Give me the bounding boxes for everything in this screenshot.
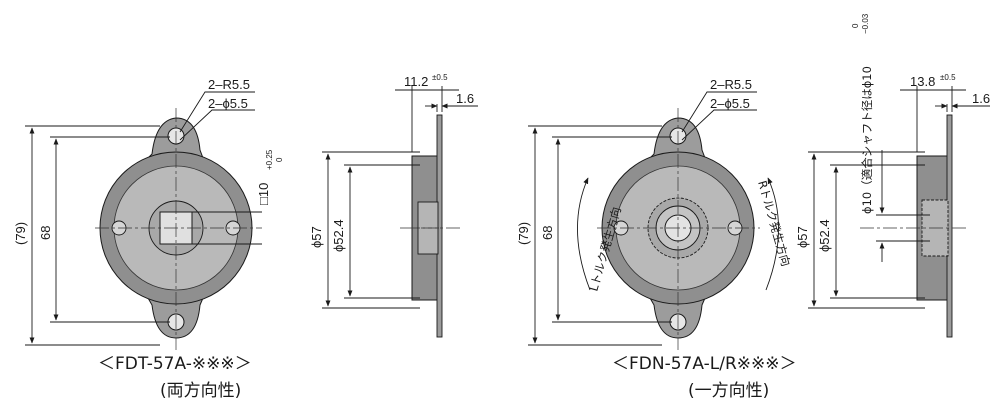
left-dim-79: (79) (13, 222, 28, 245)
left-dim-thk: 1.6 (456, 91, 474, 106)
right-callout-hole: 2–ϕ5.5 (710, 96, 750, 111)
left-dim-524: ϕ52.4 (331, 219, 346, 252)
right-side-view (808, 86, 990, 338)
left-rotation-arrow (577, 177, 591, 291)
right-rotation-arrow (765, 177, 779, 291)
left-caption-type: (両方向性) (160, 381, 241, 401)
left-dim-top: 11.2 (404, 74, 428, 89)
right-dim-thk: 1.6 (972, 91, 990, 106)
left-callout-hole: 2–ϕ5.5 (208, 96, 248, 111)
right-callout-r: 2–R5.5 (710, 77, 752, 92)
right-caption-type: (一方向性) (688, 381, 769, 401)
left-square-label: □10 (256, 183, 271, 205)
right-dim-524: ϕ52.4 (817, 219, 832, 252)
shaft-note: ϕ10（適合シャフト径はϕ10 (860, 66, 874, 214)
left-dim-68: 68 (38, 226, 53, 240)
right-dim-57: ϕ57 (795, 226, 810, 248)
left-side-labels: 11.2 ±0.5 1.6 ϕ57 ϕ52.4 (309, 73, 474, 252)
left-callout-r: 2–R5.5 (208, 77, 250, 92)
left-square-tol-lower: 0 (275, 157, 284, 162)
left-square-tol-upper: +0.25 (265, 149, 274, 170)
left-front-labels: 2–R5.5 2–ϕ5.5 (79) 68 □10 +0.25 0 (13, 77, 284, 245)
right-dim-79: (79) (516, 222, 531, 245)
shaft-tol-lower: −0.03 (861, 13, 870, 34)
left-dim-top-tol: ±0.5 (432, 73, 448, 82)
right-caption-model: ＜FDN-57A-L/R※※※＞ (612, 354, 797, 374)
left-front-view (25, 91, 262, 350)
right-dim-top-tol: ±0.5 (940, 73, 956, 82)
shaft-tol-upper: 0 (851, 23, 860, 28)
left-dim-57: ϕ57 (309, 226, 324, 248)
right-front-view (528, 91, 779, 350)
left-side-view (322, 86, 478, 338)
right-dim-68: 68 (540, 226, 555, 240)
left-caption-model: ＜FDT-57A-※※※＞ (98, 354, 252, 374)
right-dim-top: 13.8 (910, 74, 935, 89)
right-side-labels: 13.8 ±0.5 1.6 ϕ57 ϕ52.4 ϕ10（適合シャフト径はϕ10 … (795, 13, 990, 252)
right-torque-direction-label: Rトルク発生方向 (755, 179, 793, 268)
